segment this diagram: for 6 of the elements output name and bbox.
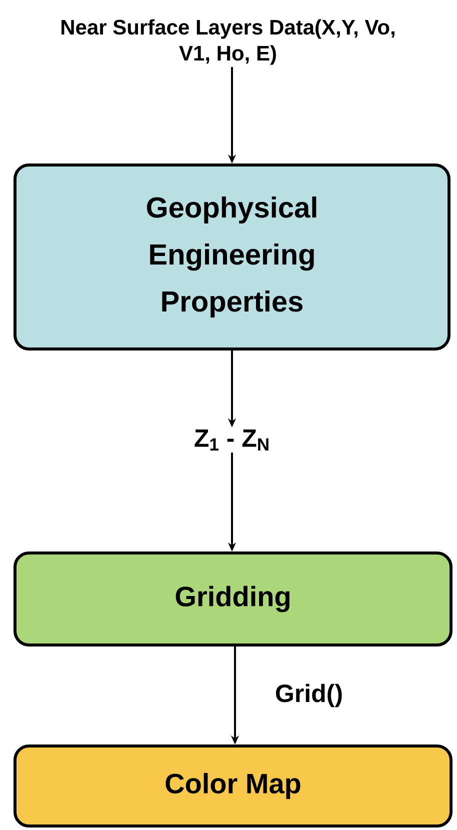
process-box: Geophysical Engineering Properties	[14, 164, 450, 350]
edge-label: Grid()	[272, 682, 346, 710]
process-box: Color Map	[14, 744, 452, 828]
flow-label: Z$_{1}$ - Z$_{N}$	[194, 430, 268, 450]
process-box: Gridding	[14, 552, 452, 646]
input-text: Near Surface Layers Data(X,Y, Vo, V1, Ho, E)	[62, 19, 394, 65]
